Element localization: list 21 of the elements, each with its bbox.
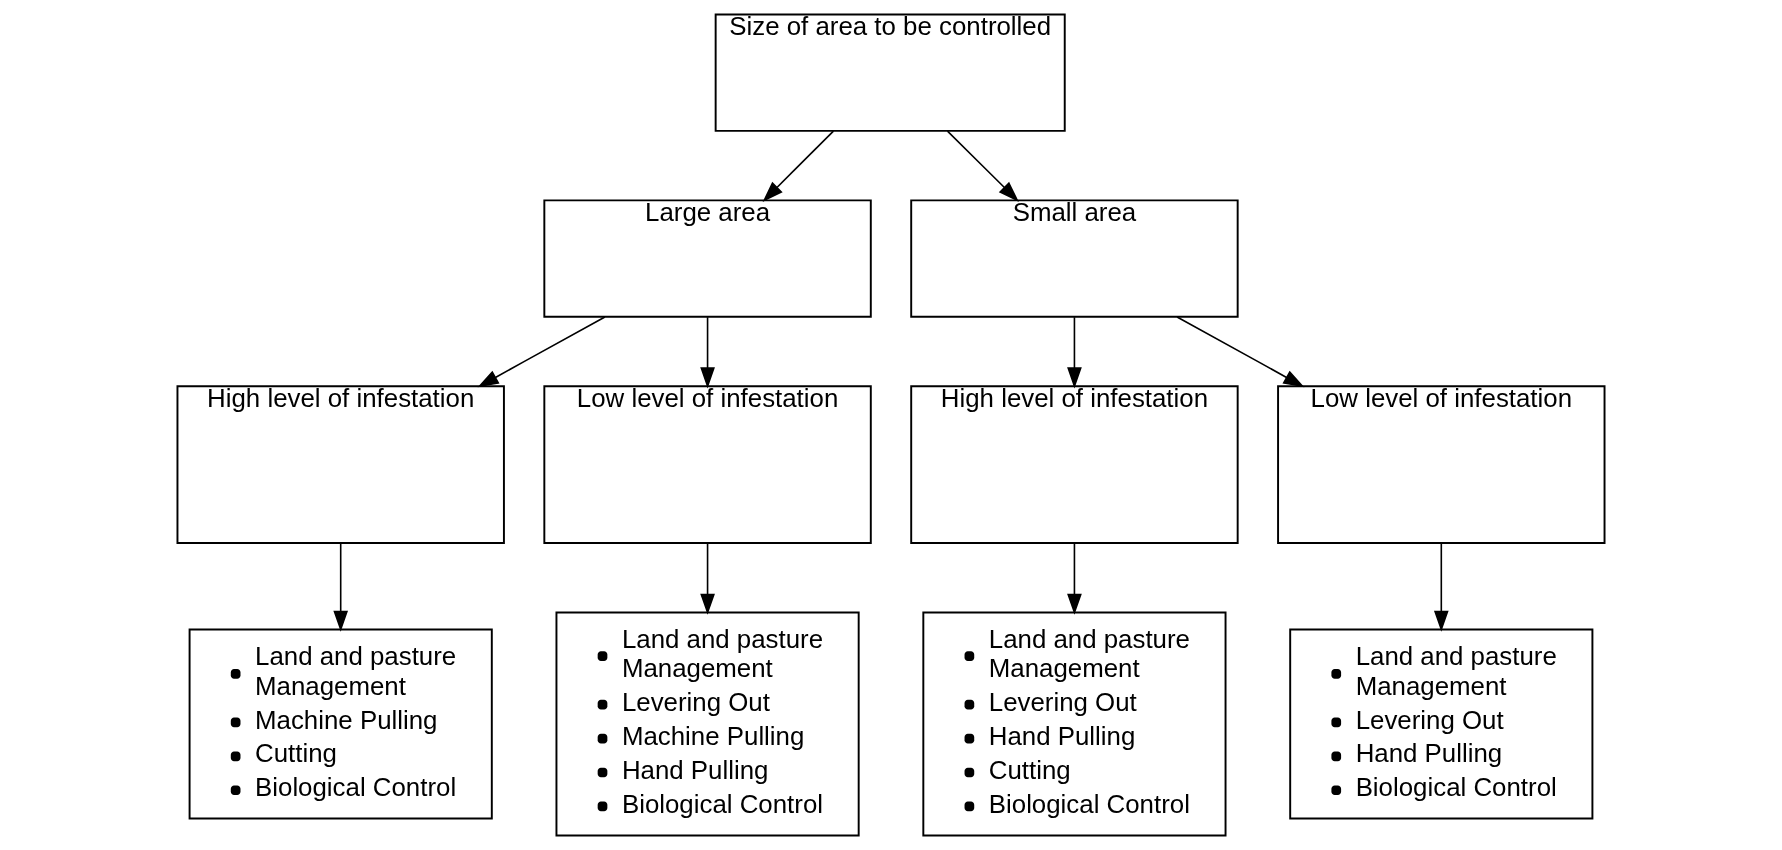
node-box: Land and pasture Management Levering Out Hand Pulling Cutting Biological Control	[922, 611, 1227, 837]
arrow	[700, 316, 715, 389]
arrow	[333, 542, 349, 632]
arrow	[700, 542, 715, 615]
node-box: Land and pasture Management Machine Pulling Cutting Biological Control	[188, 628, 493, 820]
node-box: Land and pasture Management Levering Out Machine Pulling Hand Pulling Biological Control	[555, 611, 860, 837]
node-box: Low level of infestation	[1277, 385, 1606, 544]
node-box: Size of area to be controlled	[714, 13, 1066, 132]
arrow	[1067, 316, 1082, 389]
arrow	[1176, 316, 1305, 388]
arrow	[1433, 542, 1449, 632]
node-box: Low level of infestation	[543, 385, 872, 544]
node-box: High level of infestation	[176, 385, 505, 544]
arrow	[477, 316, 606, 388]
node-box: Small area	[910, 199, 1239, 318]
node-box: High level of infestation	[910, 385, 1239, 544]
arrow	[1067, 542, 1082, 615]
node-box: Land and pasture Management Levering Out Hand Pulling Biological Control	[1289, 628, 1594, 820]
arrow	[762, 130, 835, 202]
arrow	[946, 130, 1019, 202]
node-box: Large area	[543, 199, 872, 318]
